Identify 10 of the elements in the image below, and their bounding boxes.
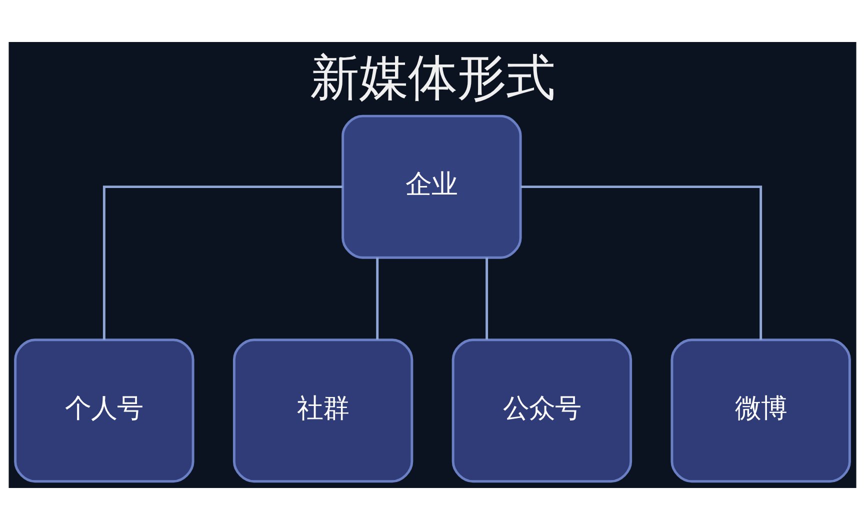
node-box: 社群 [232,338,414,482]
node-box: 企业 [342,114,522,258]
node-box: 个人号 [14,338,194,482]
diagram-title: 新媒体形式 [310,48,555,106]
node-box: 微博 [670,338,851,482]
connector [376,257,379,340]
connector [486,257,488,340]
connector [102,185,343,340]
node-box: 公众号 [452,338,632,482]
connector [520,185,762,340]
